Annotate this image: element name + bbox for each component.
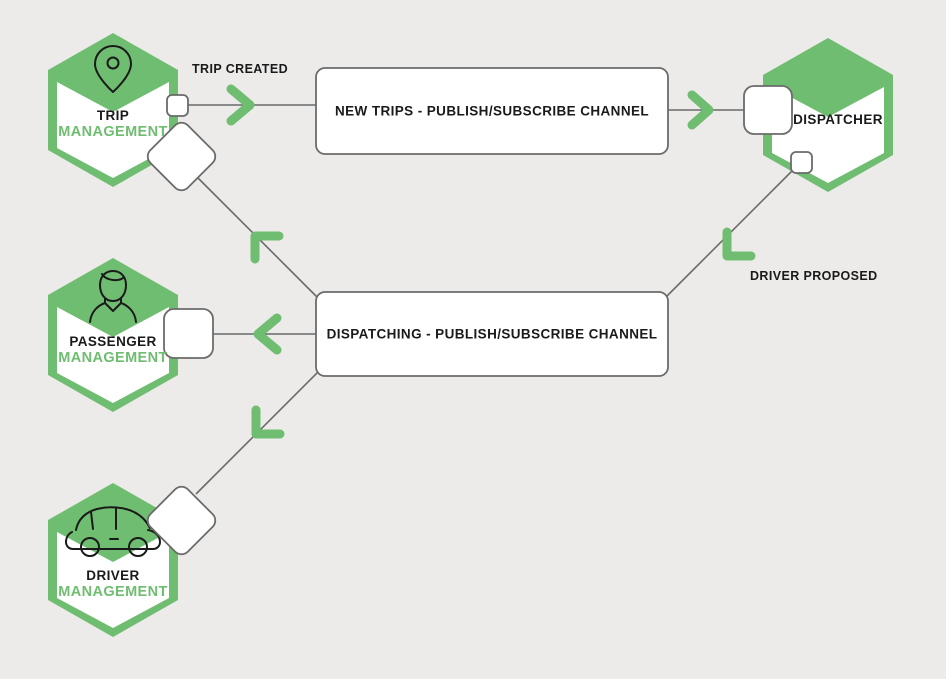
channel-label-dispatching: DISPATCHING - PUBLISH/SUBSCRIBE CHANNEL — [326, 326, 658, 342]
port-passenger-square[interactable] — [163, 308, 214, 359]
node-title-driver: DRIVER — [86, 568, 140, 583]
node-trip-management[interactable] — [48, 33, 178, 187]
node-driver-management[interactable] — [48, 483, 178, 637]
arrowhead-driver-proposed-icon — [722, 227, 756, 261]
edge-dispatcher-to-dispatching — [665, 162, 801, 298]
channel-label-new-trips: NEW TRIPS - PUBLISH/SUBSCRIBE CHANNEL — [334, 103, 650, 119]
arrowhead-dispatching-driver-icon — [251, 405, 285, 439]
arrowhead-trip-created-icon — [226, 84, 255, 126]
arrowhead-layer — [226, 84, 756, 439]
node-subtitle-trip: MANAGEMENT — [58, 124, 168, 140]
channel-box-dispatching[interactable] — [315, 291, 669, 377]
node-passenger-management[interactable] — [48, 258, 178, 412]
arrowhead-dispatching-trip-icon — [250, 231, 284, 264]
map-pin-icon — [94, 45, 132, 93]
port-dispatcher-square[interactable] — [743, 85, 793, 135]
person-icon — [89, 270, 137, 323]
node-title-dispatcher: DISPATCHER — [793, 112, 883, 127]
port-driver-diamond[interactable] — [144, 483, 219, 558]
port-dispatcher-small-square[interactable] — [790, 151, 813, 174]
arrowhead-dispatching-passenger-icon — [253, 313, 282, 355]
node-subtitle-driver: MANAGEMENT — [58, 584, 168, 600]
edge-label-trip-created: TRIP CREATED — [192, 62, 289, 76]
trip-hex-inner — [57, 82, 169, 178]
node-title-trip: TRIP — [96, 108, 130, 123]
node-subtitle-passenger: MANAGEMENT — [58, 350, 168, 366]
node-title-passenger: PASSENGER — [69, 334, 157, 349]
port-trip-small-square[interactable] — [166, 94, 189, 117]
passenger-hex-inner — [57, 307, 169, 403]
port-trip-diamond[interactable] — [144, 119, 219, 194]
channel-box-new-trips[interactable] — [315, 67, 669, 155]
arrowhead-newtrips-dispatcher-icon — [687, 90, 714, 130]
edge-label-driver-proposed: DRIVER PROPOSED — [750, 269, 878, 283]
car-icon — [65, 506, 161, 557]
